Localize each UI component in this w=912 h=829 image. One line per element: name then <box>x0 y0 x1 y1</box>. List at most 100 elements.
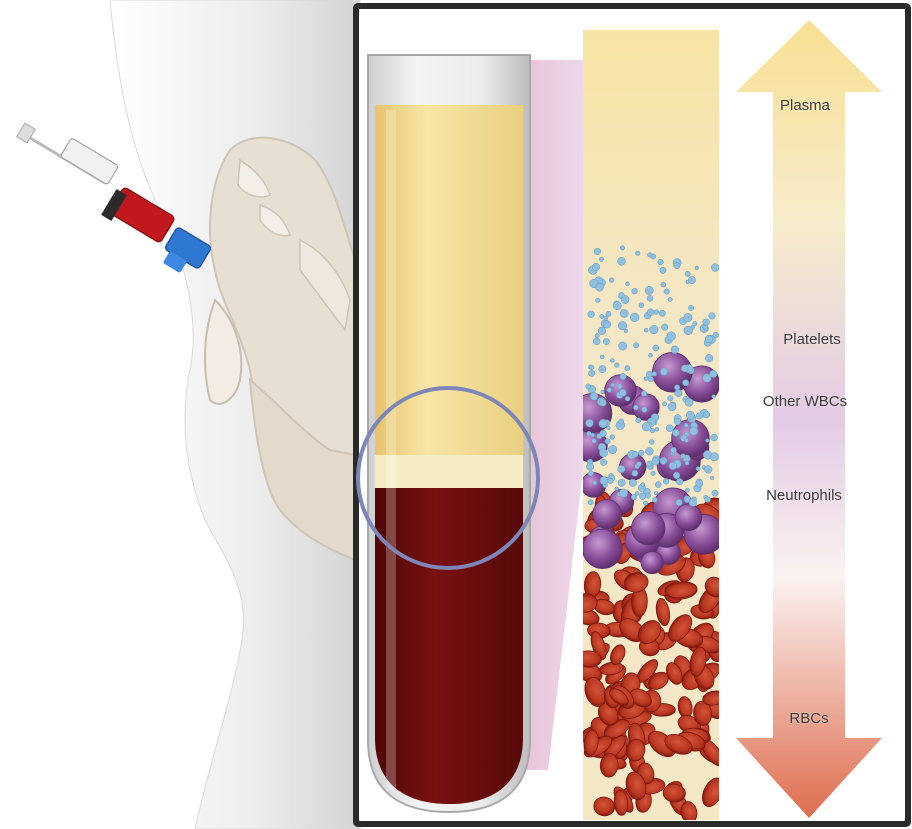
platelet <box>671 447 677 453</box>
platelet <box>674 385 679 390</box>
platelet <box>617 384 622 389</box>
platelet <box>588 471 593 476</box>
tube-rbc-layer <box>375 488 523 804</box>
magnified-cell-column <box>570 30 729 824</box>
platelet <box>599 419 608 428</box>
platelet <box>647 461 652 466</box>
platelet <box>638 450 644 456</box>
platelet <box>599 399 606 406</box>
separation-panel <box>356 6 908 824</box>
platelet <box>713 332 719 338</box>
platelet <box>595 333 599 337</box>
platelet <box>703 374 711 382</box>
platelet <box>672 429 679 436</box>
platelet <box>661 459 666 464</box>
platelet <box>649 353 653 357</box>
platelet <box>595 298 600 303</box>
platelet <box>712 395 716 399</box>
platelet <box>666 425 673 432</box>
platelet <box>649 440 654 445</box>
platelet <box>651 471 655 475</box>
platelet <box>586 463 593 470</box>
label-rbcs: RBCs <box>789 710 828 727</box>
platelet <box>661 324 667 330</box>
platelet <box>588 311 595 318</box>
platelet <box>647 309 654 316</box>
platelet <box>606 311 611 316</box>
platelet <box>599 257 603 261</box>
platelet <box>712 490 718 496</box>
platelet <box>607 388 612 393</box>
platelet <box>633 343 638 348</box>
platelet <box>600 430 607 437</box>
platelet <box>599 449 607 457</box>
platelet <box>642 423 650 431</box>
platelet <box>608 478 614 484</box>
platelet <box>673 472 680 479</box>
platelet <box>693 321 697 325</box>
platelet <box>668 403 676 411</box>
platelet <box>647 295 653 301</box>
platelet <box>590 392 598 400</box>
platelet <box>592 263 599 270</box>
platelet <box>635 251 640 256</box>
platelet <box>593 481 597 485</box>
platelet <box>661 282 666 287</box>
platelet <box>619 419 624 424</box>
platelet <box>609 278 614 283</box>
platelet <box>615 363 620 368</box>
platelet <box>682 380 688 386</box>
platelet <box>620 246 624 250</box>
platelet <box>696 413 702 419</box>
platelet <box>598 327 606 335</box>
platelet <box>630 313 639 322</box>
platelet <box>629 479 636 486</box>
platelet <box>637 462 642 467</box>
platelet <box>703 411 709 417</box>
platelet <box>644 328 648 332</box>
tube-buffy-coat <box>375 455 523 490</box>
label-platelets: Platelets <box>783 331 841 348</box>
platelet <box>611 383 615 387</box>
platelet <box>660 267 666 273</box>
platelet <box>685 497 690 502</box>
platelet <box>650 325 658 333</box>
platelet <box>641 391 647 397</box>
platelet <box>664 289 669 294</box>
platelet <box>675 389 682 396</box>
platelet <box>650 428 655 433</box>
platelet <box>644 377 648 381</box>
platelet <box>619 489 628 498</box>
platelet <box>594 248 601 255</box>
platelet <box>619 342 627 350</box>
platelet <box>589 370 595 376</box>
platelet <box>625 282 629 286</box>
platelet <box>705 439 709 443</box>
white-blood-cell <box>675 504 702 531</box>
platelet <box>645 493 650 498</box>
platelet <box>618 321 626 329</box>
platelet <box>600 314 604 318</box>
platelet <box>681 365 688 372</box>
platelet <box>603 321 611 329</box>
white-blood-cell <box>632 511 665 544</box>
platelet <box>684 423 688 427</box>
platelet <box>671 346 679 354</box>
platelet <box>613 301 621 309</box>
platelet <box>619 292 625 298</box>
platelet <box>596 283 604 291</box>
platelet <box>709 313 716 320</box>
white-blood-cell <box>583 529 622 568</box>
label-neutrophils: Neutrophils <box>766 487 842 504</box>
platelet <box>652 458 659 465</box>
platelet <box>663 478 669 484</box>
platelet <box>696 467 700 471</box>
label-plasma: Plasma <box>780 97 830 114</box>
platelet <box>668 396 673 401</box>
platelet <box>618 257 626 265</box>
platelet <box>646 447 654 455</box>
platelet <box>685 398 693 406</box>
platelet <box>704 466 712 474</box>
